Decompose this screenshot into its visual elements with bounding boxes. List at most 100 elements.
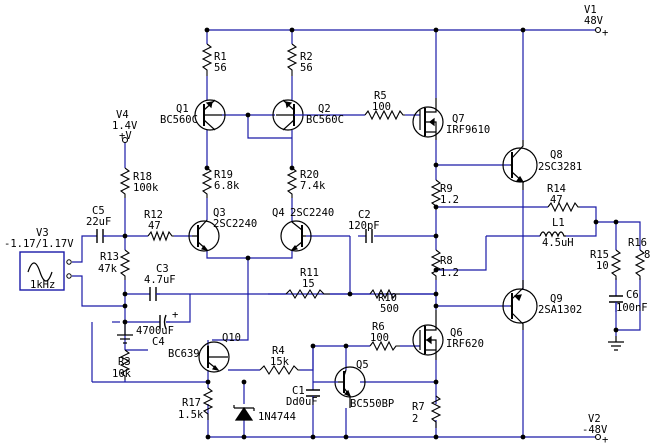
- q4-ref: Q4: [272, 207, 285, 219]
- q1-symbol: [194, 99, 226, 131]
- r10-symbol: [369, 288, 400, 300]
- q1-ref: Q1: [176, 103, 189, 115]
- r10-ref: R10: [378, 292, 397, 304]
- r17-ref: R17: [182, 397, 201, 409]
- c3-symbol: [149, 287, 160, 301]
- r12-symbol: [147, 230, 174, 242]
- q1-part: BC560C: [160, 114, 198, 126]
- r17-symbol: [202, 387, 214, 420]
- r13-ref: R13: [100, 251, 119, 263]
- r13-value: 47k: [98, 263, 118, 275]
- q7-part: IRF9610: [446, 124, 490, 136]
- l1-ref: L1: [552, 217, 565, 229]
- l1-symbol: [539, 231, 566, 238]
- r5-value: 100: [372, 101, 391, 113]
- r16-symbol: [634, 249, 646, 280]
- c2-value: 120pF: [348, 220, 380, 232]
- v4-value: 1.4V: [112, 120, 138, 132]
- r3-ref: R3: [118, 356, 131, 368]
- r1-ref: R1: [214, 51, 227, 63]
- supply-terminals: [121, 26, 602, 441]
- c5-symbol: [96, 229, 106, 243]
- ground-icon: [117, 322, 133, 344]
- q10-symbol: [198, 341, 230, 373]
- r20-value: 7.4k: [300, 180, 326, 192]
- r3-symbol: [119, 349, 131, 380]
- wires: [72, 29, 641, 438]
- r1-value: 56: [214, 62, 227, 74]
- c5-ref: C5: [92, 205, 105, 217]
- r5-ref: R5: [374, 90, 387, 102]
- r8-ref: R8: [440, 255, 453, 267]
- r7-symbol: [430, 395, 442, 428]
- q5-ref: Q5: [356, 359, 369, 371]
- r14-value: 47: [550, 194, 563, 206]
- r12-ref: R12: [144, 209, 163, 221]
- c1-ref: C1: [292, 385, 305, 397]
- v3-value: -1.17/1.17V: [4, 238, 74, 250]
- v1-value: 48V: [584, 15, 604, 27]
- r6-symbol: [369, 340, 400, 352]
- d1-part: 1N4744: [258, 411, 296, 423]
- r2-symbol: [286, 43, 298, 76]
- r11-value: 15: [302, 278, 315, 290]
- svg-text:+: +: [172, 309, 178, 321]
- q2-ref: Q2: [318, 103, 331, 115]
- c5-value: 22uF: [86, 216, 111, 228]
- r9-ref: R9: [440, 183, 453, 195]
- q6-symbol: [412, 310, 444, 360]
- r14-symbol: [547, 201, 580, 213]
- ground-symbols: [117, 322, 624, 351]
- r2-ref: R2: [300, 51, 313, 63]
- q8-ref: Q8: [550, 149, 563, 161]
- r18-value: 100k: [133, 182, 159, 194]
- c3-ref: C3: [156, 263, 169, 275]
- r8-symbol: [430, 249, 442, 280]
- capacitor-symbols: +: [96, 229, 623, 400]
- l1-value: 4.5uH: [542, 237, 574, 249]
- c1-value: Dd0uF: [286, 396, 318, 408]
- v2-polarity: +: [602, 434, 608, 446]
- r9-symbol: [430, 179, 442, 210]
- r12-value: 47: [148, 220, 161, 232]
- r2-value: 56: [300, 62, 313, 74]
- q3-symbol: [188, 219, 220, 252]
- r14-ref: R14: [547, 183, 566, 195]
- c4-symbol: +: [159, 309, 178, 330]
- q5-part: BC550BP: [350, 398, 394, 410]
- v3-freq: 1kHz: [30, 279, 55, 291]
- q2-symbol: [272, 99, 323, 131]
- v4-polarity: +V: [119, 130, 132, 142]
- r19-ref: R19: [214, 169, 233, 181]
- r11-ref: R11: [300, 267, 319, 279]
- q6-ref: Q6: [450, 327, 463, 339]
- r15-symbol: [610, 249, 622, 280]
- r16-ref: R16: [628, 237, 647, 249]
- r7-ref: R7: [412, 401, 425, 413]
- r8-value: 1.2: [440, 267, 459, 279]
- c4-value: 4700uF: [136, 325, 174, 337]
- r6-ref: R6: [372, 321, 385, 333]
- q10-ref: Q10: [222, 332, 241, 344]
- q4-part: 2SC2240: [290, 207, 334, 219]
- c2-symbol: [365, 229, 373, 243]
- r16-value: 8: [644, 249, 650, 261]
- r1-symbol: [201, 43, 213, 76]
- r17-value: 1.5k: [178, 409, 204, 421]
- sine-wave-icon: [27, 262, 53, 282]
- r15-value: 10: [596, 260, 609, 272]
- r20-symbol: [286, 167, 298, 198]
- q7-symbol: [412, 98, 444, 140]
- q10-part: BC639: [168, 348, 200, 360]
- q8-part: 2SC3281: [538, 161, 582, 173]
- r13-symbol: [119, 249, 131, 280]
- r9-value: 1.2: [440, 194, 459, 206]
- r6-value: 100: [370, 332, 389, 344]
- q8-symbol: [502, 140, 538, 190]
- r4-symbol: [259, 364, 300, 376]
- c1-symbol: [306, 389, 320, 400]
- c2-ref: C2: [358, 209, 371, 221]
- r19-value: 6.8k: [214, 180, 240, 192]
- r10-value: 500: [380, 303, 399, 315]
